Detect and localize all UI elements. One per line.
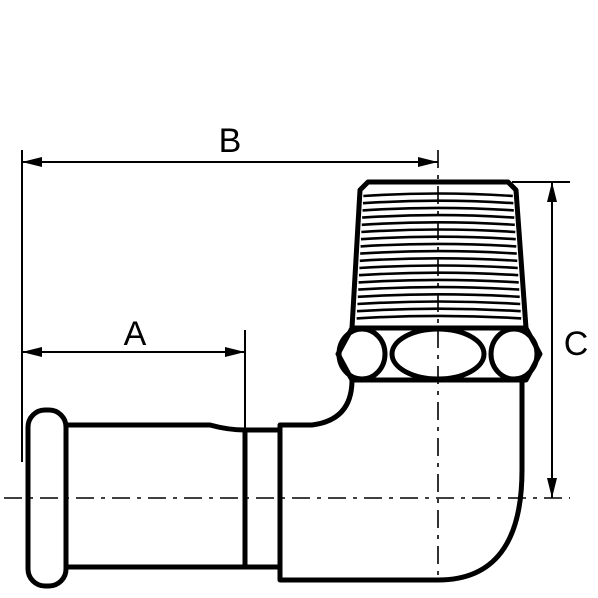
dimension-a-label: A [124,315,147,353]
thread-line [359,257,518,263]
thread-outline [349,179,529,331]
elbow-outline [277,377,525,583]
dimension-c-label: C [564,325,589,363]
hex-nut-outline [335,325,543,383]
extension-lines [21,150,570,462]
hex-flat-center [389,326,487,382]
thread-line [358,271,519,277]
thread-line [357,300,521,306]
thread-line [358,285,520,291]
thread-line [360,235,516,241]
thread-line [360,249,517,255]
thread-line [361,221,515,227]
dimension-b-label: B [219,122,242,160]
thread-line [360,242,517,248]
dimension-a: A [22,315,245,357]
hex-flat-right [488,326,540,382]
thread-line [356,314,522,320]
thread-line [362,206,514,212]
threaded-end [349,179,529,331]
thread-line [362,213,515,219]
thread-line [362,199,514,205]
thread-line [363,192,513,198]
thread-line [358,278,519,284]
dimension-c: C [547,182,589,498]
center-lines [4,150,570,580]
thread-line [359,264,518,270]
thread-line [361,228,516,234]
press-bead-ring [25,407,69,589]
dimension-b: B [22,122,438,167]
pipe-socket [63,422,248,570]
thread-lines [356,192,522,320]
hex-flat-left [336,326,388,382]
thread-line [356,307,521,313]
elbow-body [277,377,525,583]
thread-line [357,293,520,299]
hex-nut [335,325,543,383]
